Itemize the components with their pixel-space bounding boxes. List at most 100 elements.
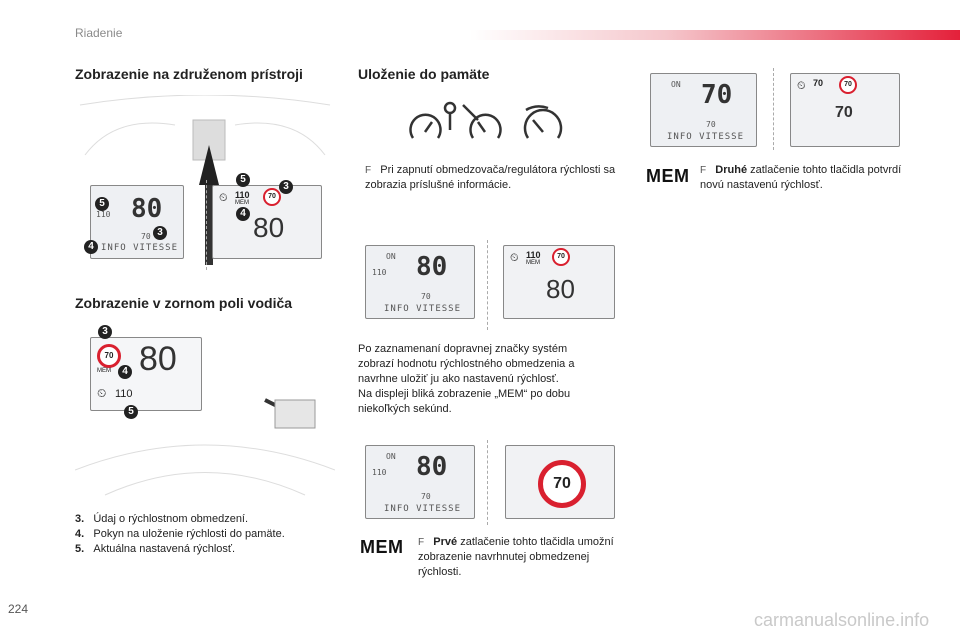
legend-num: 4. <box>75 528 85 540</box>
zoom-a: ⏲ 110 MEM 70 80 <box>503 245 615 319</box>
memory-title: Uloženie do pamäte <box>358 66 490 82</box>
legend-num: 5. <box>75 543 85 555</box>
lcd-b-info: INFO VITESSE <box>384 504 462 514</box>
lcd-b-on: ON <box>386 452 396 461</box>
callout-hud-5: 5 <box>124 405 138 419</box>
bullet-marker: F <box>365 165 372 176</box>
callout-hud-3: 3 <box>98 325 112 339</box>
lcd-a: ON 110 80 70 INFO VITESSE <box>365 245 475 319</box>
memory-text-2: Po zaznamenaní dopravnej značky systém z… <box>358 342 628 417</box>
legend-num: 3. <box>75 513 85 525</box>
memory-text-2-line: zobrazí hodnotu rýchlostného obmedzenia … <box>358 358 575 370</box>
cluster-zoom-mem: MEM <box>235 200 249 206</box>
speedometer-icon: ⏲ <box>797 80 806 92</box>
speedometer-icon: ⏲ <box>510 252 519 264</box>
hud-mem: MEM <box>97 368 111 374</box>
right-text-bold: Druhé <box>715 164 748 176</box>
memory-text-3: F Prvé zatlačenie tohto tlačidla umožní … <box>418 535 623 580</box>
lcd-c-on: ON <box>671 80 681 89</box>
lcd-c-small: 70 <box>706 120 716 129</box>
cluster-illustration <box>75 94 335 275</box>
lcd-b-limit: 110 <box>372 468 387 477</box>
callout-4b: 4 <box>236 207 250 221</box>
regulator-gauge-icon <box>462 104 502 139</box>
cluster-zoom-limit: 110 <box>235 190 250 200</box>
divider <box>487 240 488 330</box>
page-number: 224 <box>8 602 29 616</box>
zoom-c-limit: 70 <box>813 78 824 88</box>
legend-item: 3. Údaj o rýchlostnom obmedzení. <box>75 512 335 527</box>
bullet-marker: F <box>418 537 425 548</box>
legend-text: Údaj o rýchlostnom obmedzení. <box>93 513 249 525</box>
lcd-c-info: INFO VITESSE <box>667 132 745 142</box>
memory-text-3-bold: Prvé <box>433 536 458 548</box>
legend-item: 5. Aktuálna nastavená rýchlosť. <box>75 542 335 557</box>
memory-text-2-line: Po zaznamenaní dopravnej značky systém <box>358 343 568 355</box>
zoom-a-limit: 110 <box>526 250 541 260</box>
legend-item: 4. Pokyn na uloženie rýchlosti do pamäte… <box>75 527 335 542</box>
speed-control-icons <box>409 101 563 139</box>
hud-title: Zobrazenie v zornom poli vodiča <box>75 295 293 311</box>
hud-limit: 110 <box>115 388 133 400</box>
lcd-c-speed: 70 <box>701 80 733 110</box>
hud-illustration <box>74 320 336 500</box>
callout-5: 5 <box>95 197 109 211</box>
zoom-c-sign: 70 <box>839 76 857 94</box>
right-text-body: zatlačenie tohto tlačidla potvrdí novú n… <box>700 164 902 191</box>
dashboard-outline-icon <box>74 398 336 496</box>
lcd-b-small: 70 <box>421 492 431 501</box>
callout-5b: 5 <box>236 173 250 187</box>
callout-3: 3 <box>153 226 167 240</box>
zoom-c: ⏲ 70 70 70 <box>790 73 900 147</box>
zoom-a-speed: 80 <box>546 274 575 304</box>
lcd-a-limit: 110 <box>372 268 387 277</box>
limiter-gauge-icon <box>409 101 457 139</box>
mem-button-2[interactable]: MEM <box>646 166 690 186</box>
cluster-zoom-speed: 80 <box>253 212 285 243</box>
memory-text-1: F Pri zapnutí obmedzovača/regulátora rýc… <box>365 163 620 193</box>
speed-limit-sign: 70 <box>538 460 586 508</box>
cluster-lcd-limit: 110 <box>96 210 111 219</box>
right-text: F Druhé zatlačenie tohto tlačidla potvrd… <box>700 163 910 193</box>
lcd-b: ON 110 80 70 INFO VITESSE <box>365 445 475 519</box>
memory-text-2-line: niekoľkých sekúnd. <box>358 403 452 415</box>
memory-text-2-line: Na displeji bliká zobrazenie „MEM“ po do… <box>358 388 571 400</box>
section-header: Riadenie <box>75 26 123 40</box>
memory-text-1-body: Pri zapnutí obmedzovača/regulátora rýchl… <box>365 164 616 191</box>
dashboard-outline-icon <box>79 94 331 265</box>
mem-button[interactable]: MEM <box>360 537 404 557</box>
divider <box>773 68 774 150</box>
hud-sign: 70 <box>97 344 121 368</box>
zoom-a-mem: MEM <box>526 260 540 266</box>
lcd-a-info: INFO VITESSE <box>384 304 462 314</box>
cluster-title: Zobrazenie na združenom prístroji <box>75 66 303 82</box>
divider <box>206 180 207 270</box>
zoom-a-sign: 70 <box>552 248 570 266</box>
cluster-lcd-small: 70 <box>141 232 151 241</box>
callout-4: 4 <box>84 240 98 254</box>
memory-text-3-body: zatlačenie tohto tlačidla umožní zobraze… <box>418 536 614 578</box>
callout-3b: 3 <box>279 180 293 194</box>
cluster-lcd-info: INFO VITESSE <box>101 243 179 253</box>
bullet-marker: F <box>700 165 707 176</box>
memory-text-2-line: navrhne uložiť ju ako nastavenú rýchlosť… <box>358 373 559 385</box>
header-accent-bar <box>470 30 960 40</box>
watermark: carmanualsonline.info <box>754 610 930 630</box>
cruise-gauge-icon <box>523 105 563 139</box>
cluster-lcd: 110 80 70 INFO VITESSE <box>90 185 184 259</box>
cluster-zoom-panel: ⏲ 110 MEM 70 80 <box>212 185 322 259</box>
zoom-c-speed: 70 <box>835 104 853 121</box>
speedometer-icon: ⏲ <box>219 192 228 204</box>
lcd-a-speed: 80 <box>416 252 448 282</box>
cluster-zoom-sign: 70 <box>263 188 281 206</box>
legend-text: Pokyn na uloženie rýchlosti do pamäte. <box>93 528 285 540</box>
legend: 3. Údaj o rýchlostnom obmedzení. 4. Poky… <box>75 512 335 557</box>
lcd-c: ON 70 70 INFO VITESSE <box>650 73 757 147</box>
callout-hud-4: 4 <box>118 365 132 379</box>
hud-display: 70 MEM 80 ⏲ 110 <box>90 337 202 411</box>
hud-speed: 80 <box>139 340 177 378</box>
sign-panel-b: 70 <box>505 445 615 519</box>
cluster-lcd-speed: 80 <box>131 194 163 224</box>
lcd-a-on: ON <box>386 252 396 261</box>
speedometer-icon: ⏲ <box>97 386 107 400</box>
